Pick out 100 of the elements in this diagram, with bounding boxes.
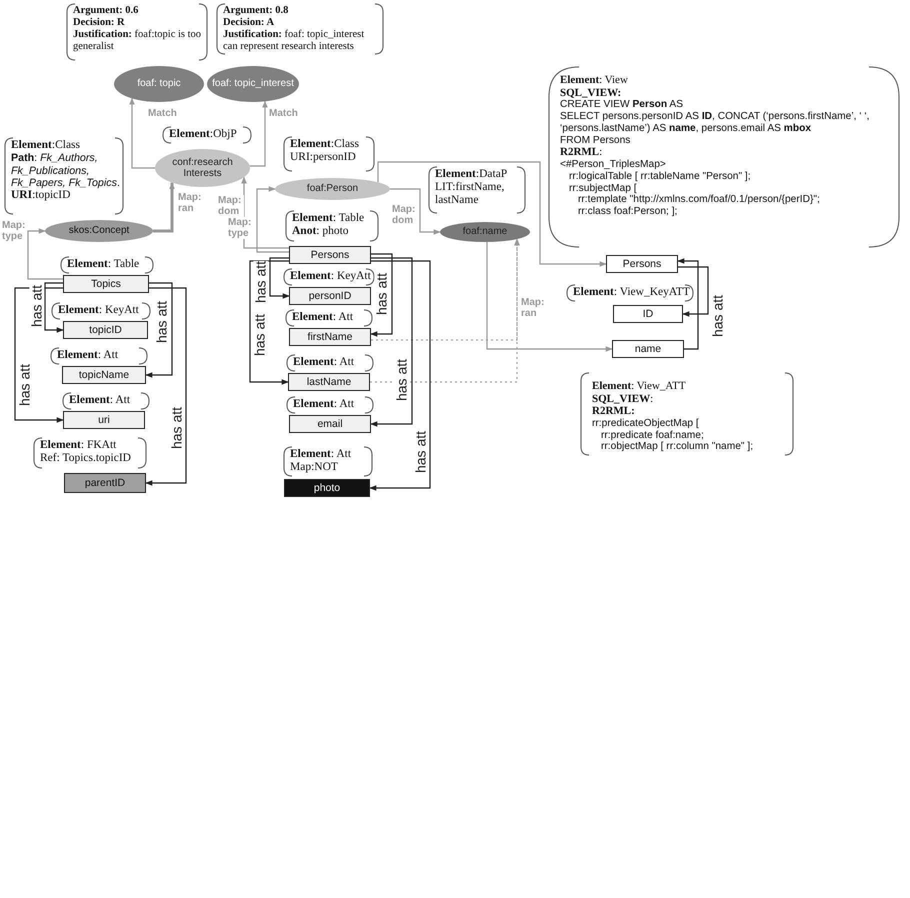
- edge-label: has att: [374, 272, 390, 316]
- edge-label: has att: [154, 300, 170, 344]
- column-name: name: [634, 343, 662, 355]
- column-name: lastName: [306, 376, 352, 388]
- annotation-text: Argument: 0.8: [223, 5, 290, 18]
- table-box: [289, 246, 371, 264]
- annotation-text: Element: Table: [67, 258, 140, 272]
- column-name: topicName: [78, 369, 130, 381]
- concept-label: skos:Concept: [68, 225, 130, 237]
- column-name: ID: [642, 308, 654, 320]
- connector-arrow: [370, 238, 520, 382]
- bracket-annotation: [4, 137, 124, 215]
- annotation-text: rr:logicalTable [ rr:tableName "Person" ];: [568, 170, 752, 183]
- annotation-text: LIT:firstName, lastName: [435, 181, 506, 208]
- column-name: photo: [314, 482, 340, 494]
- annotation-text: URI:personID: [290, 151, 357, 164]
- concept-label: foaf: topic_interest: [212, 78, 294, 90]
- connector-arrow: [677, 258, 699, 350]
- connector-arrow: [377, 161, 607, 267]
- annotation-text: Anot: photo: [292, 225, 350, 238]
- connector-arrow: [486, 242, 613, 352]
- edge-label: has att: [394, 358, 410, 402]
- bracket-annotation: [33, 437, 147, 469]
- annotation-text: Argument: 0.6: [73, 5, 140, 18]
- bracket-annotation: [216, 3, 384, 55]
- table-box: [284, 479, 370, 497]
- annotation-text: Element: View_ATT: [592, 380, 687, 393]
- table-box: [612, 340, 684, 358]
- bracket-annotation: [286, 396, 374, 414]
- edge-label: has att: [253, 260, 269, 304]
- annotation-text: SQL_VIEW:: [592, 392, 654, 406]
- bracket-annotation: [50, 347, 148, 365]
- connector-arrow: [145, 282, 173, 378]
- bracket-annotation: [285, 210, 379, 242]
- connector-arrow: [129, 98, 155, 169]
- annotation-text: Element: FKAtt: [40, 439, 118, 452]
- annotation-text: Element: View_KeyATT: [573, 286, 690, 300]
- column-name: Persons: [622, 258, 662, 270]
- annotation-text: Element: Table: [292, 212, 366, 226]
- edge-label: has att: [710, 294, 726, 338]
- edge-label: Match: [269, 108, 298, 119]
- annotation-text: Ref: Topics.topicID: [40, 452, 132, 466]
- bracket-annotation: [162, 126, 252, 144]
- annotation-text: rr:subjectMap [: [568, 182, 638, 194]
- annotation-text: rr:objectMap [ rr:column "name" ];: [600, 441, 754, 454]
- bracket-annotation: [283, 446, 373, 477]
- bracket-annotation: [286, 354, 374, 372]
- annotation-text: <#Person_TriplesMap>: [560, 158, 667, 171]
- table-box: [613, 305, 683, 323]
- bracket-annotation: [51, 302, 151, 320]
- annotation-text: R2RML:: [592, 405, 636, 418]
- table-box: [289, 328, 371, 346]
- edge-label: Match: [148, 108, 177, 119]
- connector-arrow: [269, 257, 290, 299]
- bracket-annotation: [66, 3, 208, 61]
- annotation-text: rr:template "http://xmlns.com/foaf/0.1/person/{perID}";: [577, 194, 821, 206]
- connector-arrow: [27, 228, 63, 280]
- column-name: parentID: [84, 477, 126, 489]
- annotation-text: Element:ObjP: [169, 128, 238, 142]
- table-box: [64, 473, 146, 493]
- concept-label: conf:research Interests: [171, 156, 234, 180]
- annotation-text: URI:topicID: [11, 189, 72, 202]
- annotation-text: rr:class foaf:Person; ];: [577, 206, 678, 218]
- annotation-text: Element: Att: [69, 394, 132, 408]
- annotation-text: Element: KeyAtt: [58, 304, 140, 318]
- annotation-text: Element:Class: [290, 138, 360, 152]
- column-name: Topics: [91, 278, 121, 290]
- edge-label: has att: [17, 364, 33, 406]
- bracket-annotation: [62, 392, 150, 410]
- concept-label: foaf: topic: [137, 78, 181, 90]
- connector-arrow: [14, 287, 64, 423]
- annotation-text: Element: View: [560, 74, 629, 87]
- bracket-annotation: [428, 166, 526, 214]
- annotation-text: R2RML:: [560, 146, 604, 159]
- bracket-annotation: [60, 256, 154, 274]
- annotation-text: rr:predicate foaf:name;: [600, 430, 705, 442]
- bracket-annotation: [285, 309, 373, 327]
- bracket-annotation: [283, 268, 375, 286]
- annotation-text: Element:DataP: [435, 168, 508, 182]
- annotation-text: Element: Att: [293, 356, 356, 370]
- connector-arrow: [256, 186, 289, 253]
- bracket-annotation: [283, 136, 375, 172]
- annotation-text: Decision: A: [223, 17, 276, 30]
- annotation-text: Map:NOT: [290, 461, 339, 474]
- table-box: [63, 411, 145, 429]
- bracket-annotation: [580, 372, 794, 456]
- connector-arrow: [145, 287, 187, 486]
- annotation-text: Element: Att: [292, 311, 354, 324]
- connector-arrow: [370, 253, 393, 337]
- column-name: Persons: [310, 249, 350, 261]
- annotation-text: Path: Fk_Authors, Fk_Publications, Fk_Papers, Fk_Topics.: [11, 152, 120, 190]
- connector-arrow: [249, 260, 289, 385]
- annotation-text: Decision: R: [73, 17, 126, 30]
- table-box: [288, 373, 370, 391]
- annotation-text: CREATE VIEW Person AS: [560, 99, 684, 112]
- table-box: [289, 415, 371, 433]
- table-box: [62, 366, 146, 384]
- edge-label: Map: dom: [218, 195, 244, 217]
- column-name: uri: [98, 414, 110, 426]
- column-name: personID: [308, 290, 352, 302]
